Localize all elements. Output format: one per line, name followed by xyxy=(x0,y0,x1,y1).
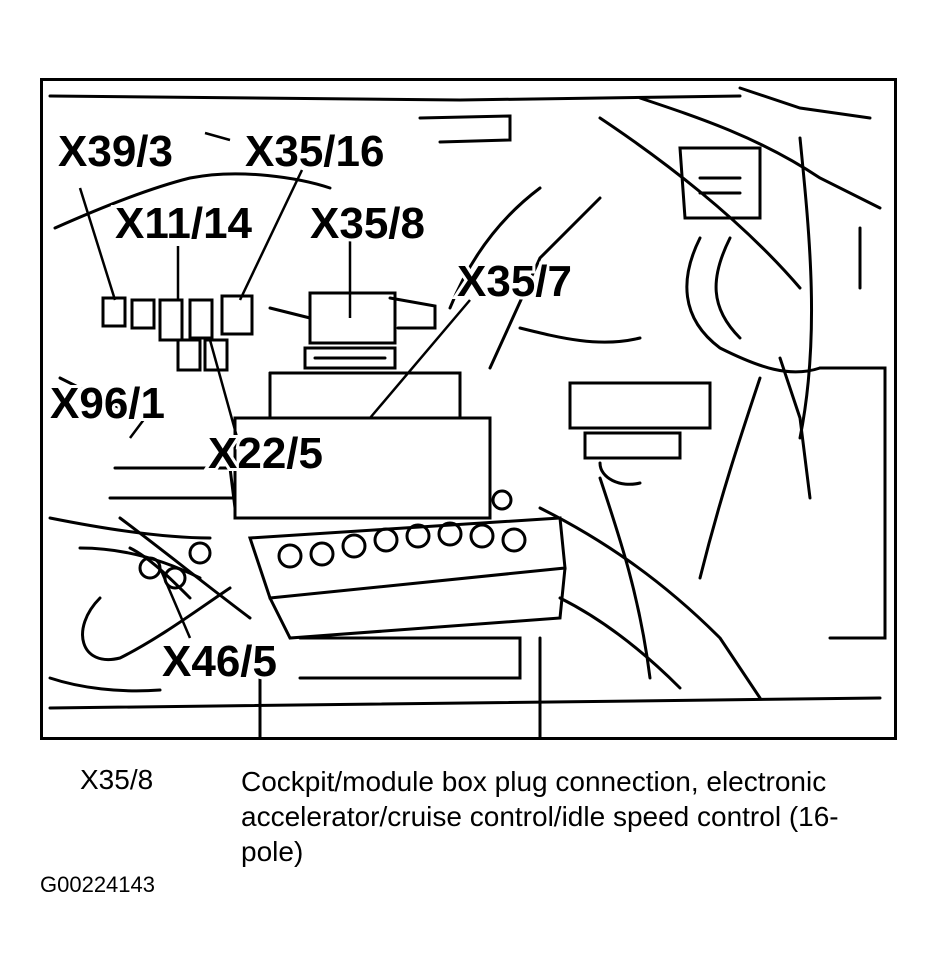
label-x22-5: X22/5 xyxy=(208,429,323,478)
leader-x22-5 xyxy=(208,339,242,449)
legend-description: Cockpit/module box plug connection, elec… xyxy=(241,766,839,867)
component-location-illustration: X39/3 X35/16 X11/14 X35/8 X35/7 X96/1 X2… xyxy=(40,78,897,740)
line-art xyxy=(48,86,887,740)
figure-id: G00224143 xyxy=(40,872,155,897)
label-x39-3: X39/3 xyxy=(58,127,173,176)
legend-entry: X35/8 Cockpit/module box plug connection… xyxy=(80,764,900,874)
leader-x39-3 xyxy=(78,187,117,301)
leader-x96-1 xyxy=(129,417,146,439)
leader-x35-7 xyxy=(369,299,471,419)
label-x35-8: X35/8 xyxy=(310,199,425,248)
leader-x46-5 xyxy=(158,567,192,639)
label-x96-1: X96/1 xyxy=(50,379,165,428)
figure-frame xyxy=(40,78,897,740)
legend-code: X35/8 xyxy=(80,764,154,795)
callout-labels: X39/3 X35/16 X11/14 X35/8 X35/7 X96/1 X2… xyxy=(47,124,575,689)
engine-compartment-drawing: X39/3 X35/16 X11/14 X35/8 X35/7 X96/1 X2… xyxy=(40,78,897,740)
label-x35-16: X35/16 xyxy=(245,127,384,176)
label-x11-14: X11/14 xyxy=(115,199,253,248)
leader-dash xyxy=(204,131,231,142)
label-x46-5: X46/5 xyxy=(162,637,277,686)
label-x35-7: X35/7 xyxy=(457,257,572,306)
leader-lines xyxy=(78,131,471,639)
leader-x35-16 xyxy=(238,169,304,301)
